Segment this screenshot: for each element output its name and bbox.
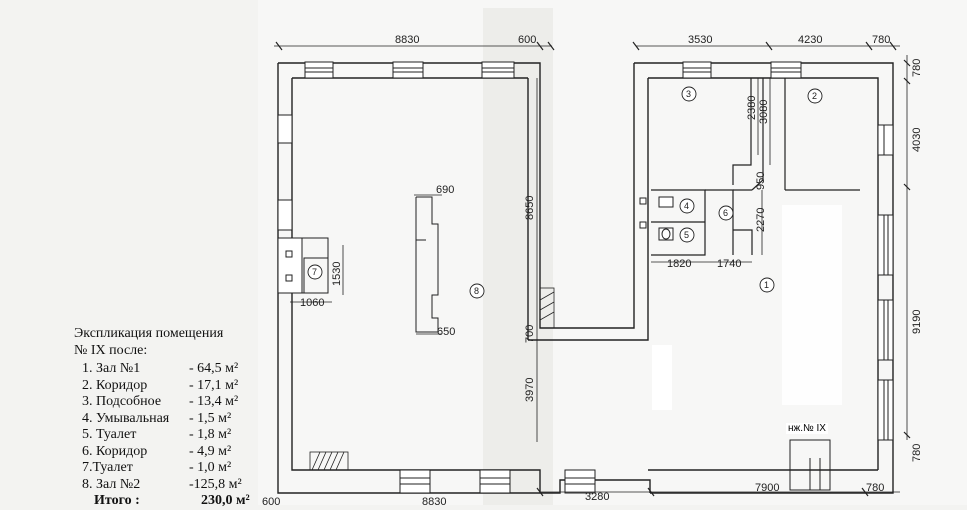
dim-top-3530: 3530 [688,34,712,46]
legend-row-value: - 1,0 м² [189,460,232,475]
partition-pillar [415,196,439,333]
legend-row-value: -125,8 м² [189,476,242,492]
outer-walls [277,62,894,494]
room-markers [307,86,823,299]
dim-h-1820: 1820 [667,258,691,270]
fixtures [639,196,674,241]
dim-bottom-7900: 7900 [755,482,779,494]
legend-row-name: 8. Зал №2 [82,476,141,492]
dim-h-1740: 1740 [717,258,741,270]
legend-row-value: - 13,4 м² [189,394,239,409]
legend-row-value: - 4,9 м² [189,443,232,459]
legend-title-line1: Экспликация помещения [74,326,224,341]
dimension-lines [274,45,908,493]
legend-row-name: 4. Умывальная [82,410,170,426]
windows [277,61,894,494]
dim-bottom-3280: 3280 [585,491,609,503]
legend-row: 3. Подсобное - 13,4 м² [74,394,274,411]
dim-v-3970: 3970 [524,378,536,402]
room-number-5: 5 [684,230,689,240]
legend-row: 7.Туалет - 1,0 м² [74,460,274,477]
dim-top-780: 780 [872,34,890,46]
interior-partitions [651,78,860,256]
legend-title-line2: № IX после: [74,342,148,358]
legend-row-name: 7.Туалет [82,460,133,475]
legend-row: 1. Зал №1 - 64,5 м² [74,361,274,378]
dim-right-780-bottom: 780 [911,444,923,462]
dim-right-4030: 4030 [911,128,923,152]
dim-top-4230: 4230 [798,34,822,46]
legend-row-value: - 64,5 м² [189,361,239,376]
dim-top-8830: 8830 [395,34,419,46]
legend-row: 4. Умывальная - 1,5 м² [74,411,274,428]
legend-total: Итого : 230,0 м² [74,493,274,510]
blank-patch [652,345,672,410]
dim-v-2270: 2270 [755,208,767,232]
room-explication-legend: Экспликация помещения № IX после: 1. Зал… [74,326,274,510]
dim-h-690: 690 [436,184,454,196]
dimension-ticks [275,41,911,497]
legend-title: Экспликация помещения № IX после: [74,326,274,359]
dim-top-600: 600 [518,34,536,46]
blank-patch-2 [782,205,842,405]
legend-row-value: - 1,8 м² [189,427,232,442]
dim-v-8650: 8650 [524,196,536,220]
dim-right-780: 780 [911,59,923,77]
room-number-8: 8 [474,286,479,296]
dim-bottom-8830: 8830 [422,496,446,505]
legend-row: 6. Коридор - 4,9 м² [74,444,274,461]
dim-h-650: 650 [437,326,455,338]
paper-sheet [258,0,967,505]
room-number-2: 2 [812,91,817,101]
dim-v-1530: 1530 [331,262,343,286]
dim-h-1060: 1060 [300,297,324,309]
unit-label: нж.№ IX [786,423,828,434]
legend-row-value: - 1,5 м² [189,410,232,426]
dim-v-950: 950 [755,172,767,190]
dim-bottom-600: 600 [262,496,280,505]
dim-v-3080: 3080 [758,100,770,124]
entrance-steps [789,439,831,491]
toilet-7-room [277,237,329,294]
legend-row-name: 1. Зал №1 [82,361,141,376]
legend-row-value: - 17,1 м² [189,377,239,393]
hatched-wall [309,287,555,471]
dim-right-9190: 9190 [911,310,923,334]
room-number-7: 7 [312,267,317,277]
legend-row-name: 5. Туалет [82,427,137,442]
legend-row-name: 2. Коридор [82,377,148,393]
room-number-3: 3 [686,89,691,99]
dim-v-700: 700 [524,325,536,343]
room-number-4: 4 [684,201,689,211]
legend-row-name: 3. Подсобное [82,394,162,409]
legend-row: 8. Зал №2 -125,8 м² [74,477,274,494]
legend-total-value: 230,0 м² [201,493,250,508]
dim-v-2380: 2380 [746,96,758,120]
legend-row: 2. Коридор - 17,1 м² [74,378,274,395]
legend-total-label: Итого : [94,493,140,508]
dim-bottom-780: 780 [866,482,884,494]
legend-row: 5. Туалет - 1,8 м² [74,427,274,444]
legend-row-name: 6. Коридор [82,443,148,459]
paper-fold-shadow [483,8,553,505]
room-number-1: 1 [764,280,769,290]
room-number-6: 6 [723,208,728,218]
